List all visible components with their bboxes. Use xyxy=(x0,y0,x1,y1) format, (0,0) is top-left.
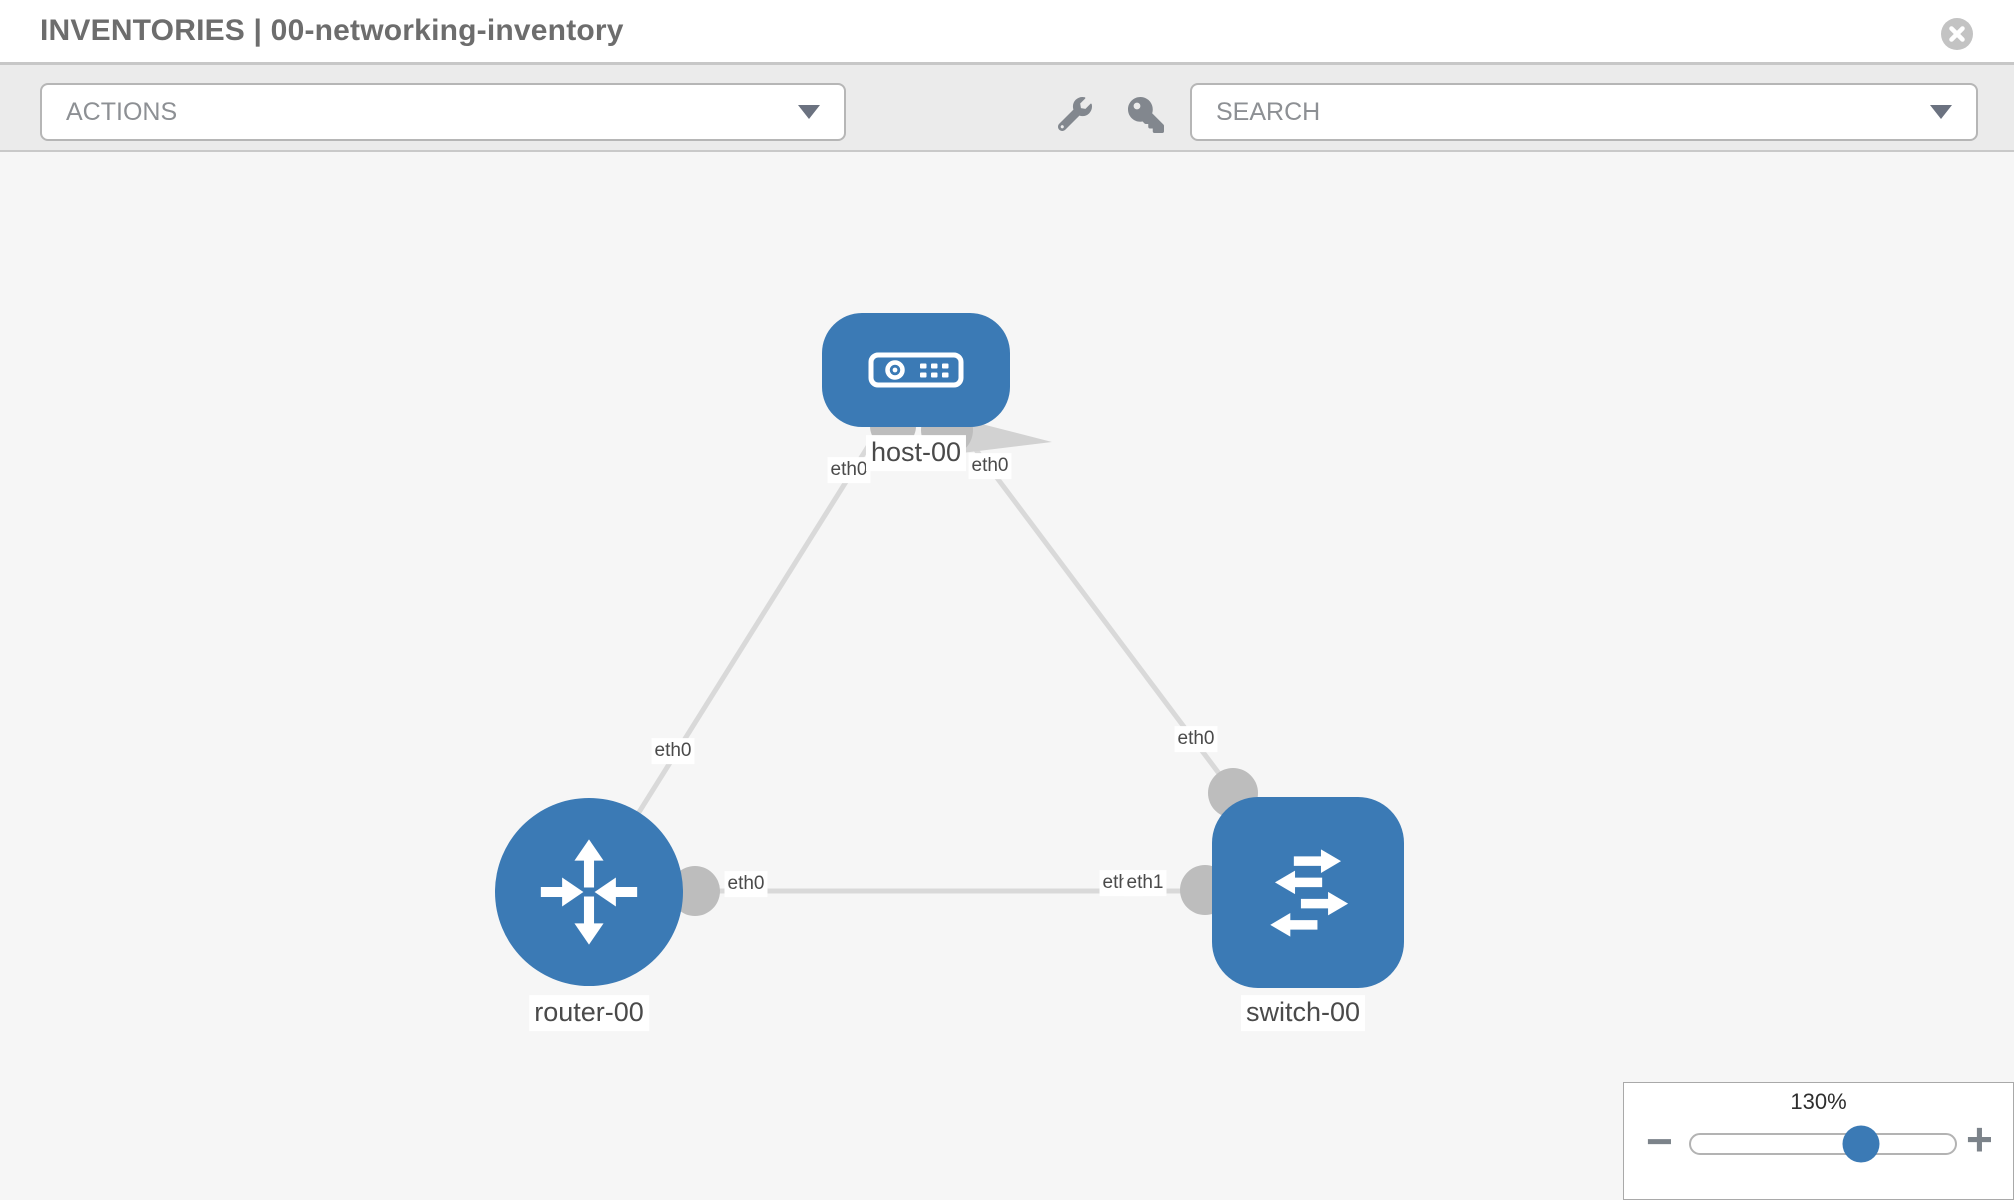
topology-canvas[interactable] xyxy=(0,152,2014,1200)
chevron-down-icon xyxy=(1930,105,1952,119)
actions-dropdown[interactable]: ACTIONS xyxy=(40,83,846,141)
search-placeholder: SEARCH xyxy=(1216,97,1321,126)
search-dropdown[interactable]: SEARCH xyxy=(1190,83,1978,141)
wrench-icon[interactable] xyxy=(1057,97,1094,133)
node-router-00[interactable] xyxy=(495,798,683,986)
node-label-host: host-00 xyxy=(865,435,967,471)
close-button[interactable] xyxy=(1941,18,1973,50)
switch-icon xyxy=(1270,848,1349,937)
node-switch-00[interactable] xyxy=(1212,797,1404,988)
zoom-slider[interactable] xyxy=(1689,1125,1957,1163)
key-icon[interactable] xyxy=(1128,97,1164,133)
host-icon xyxy=(868,352,964,388)
interface-label: eth0 xyxy=(1174,726,1218,752)
zoom-in-button[interactable]: + xyxy=(1966,1113,1993,1165)
interface-label: eth0 xyxy=(827,457,871,483)
router-icon xyxy=(540,839,638,945)
interface-label: eth0 xyxy=(651,738,695,764)
window-header: INVENTORIES | 00-networking-inventory xyxy=(0,0,2014,65)
page-title: INVENTORIES | 00-networking-inventory xyxy=(40,14,624,47)
chevron-down-icon xyxy=(798,105,820,119)
node-label-router: router-00 xyxy=(529,995,649,1031)
actions-dropdown-label: ACTIONS xyxy=(66,97,178,126)
zoom-slider-thumb[interactable] xyxy=(1842,1125,1880,1163)
zoom-control-panel: 130% − + xyxy=(1623,1082,2014,1200)
zoom-level: 130% xyxy=(1790,1089,1847,1114)
interface-label: eth0 xyxy=(968,453,1012,479)
interface-label: eth0 xyxy=(724,871,768,897)
node-label-switch: switch-00 xyxy=(1240,995,1366,1031)
close-icon xyxy=(1949,26,1965,42)
zoom-out-button[interactable]: − xyxy=(1646,1115,1673,1167)
node-host-00[interactable] xyxy=(822,313,1010,427)
interface-label: eth1 xyxy=(1123,870,1167,896)
